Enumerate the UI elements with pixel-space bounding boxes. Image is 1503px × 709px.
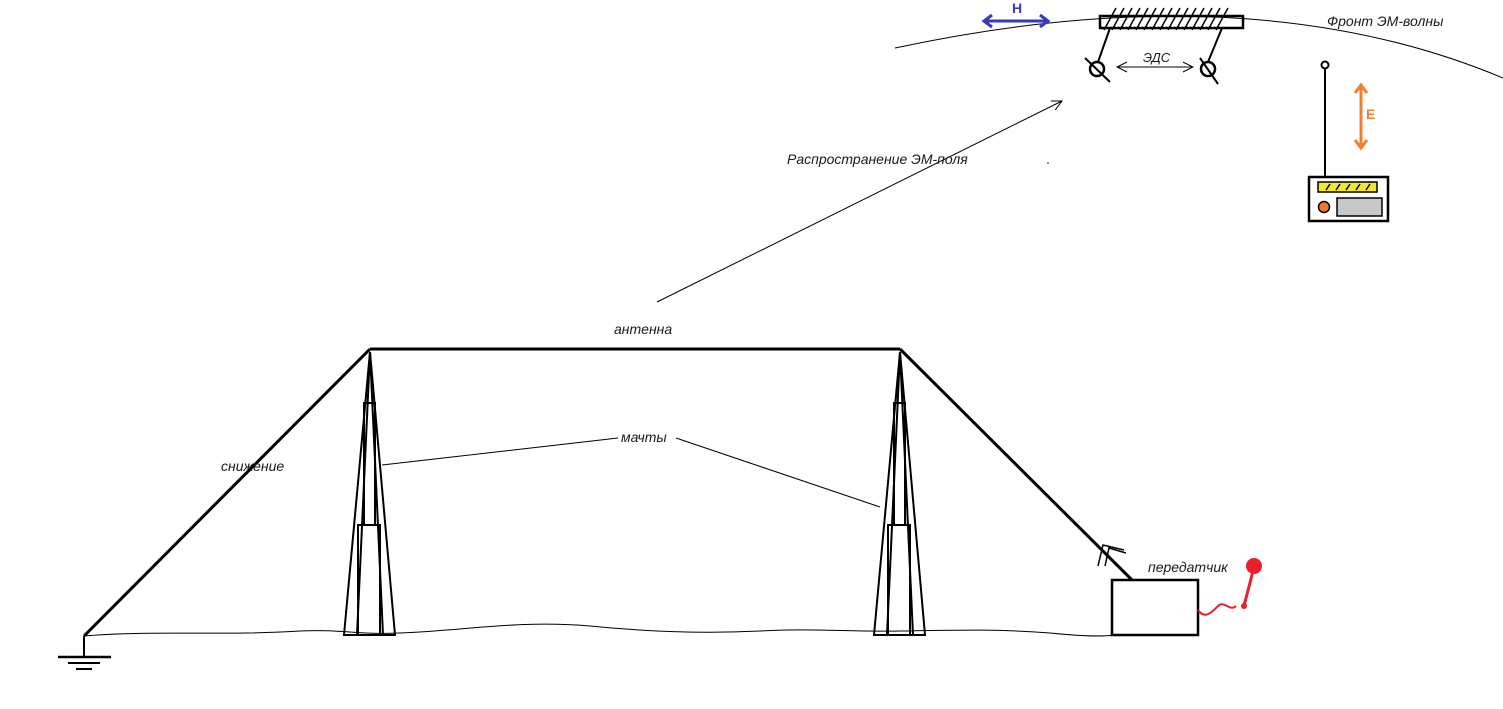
ground-symbol-icon (58, 636, 111, 670)
e-field-arrow (1353, 82, 1369, 151)
label-downlead: снижение (221, 458, 285, 474)
label-e-field: E (1366, 106, 1376, 122)
ferrite-rod-antenna-icon (1084, 7, 1245, 85)
label-transmitter: передатчик (1148, 559, 1228, 575)
radio-receiver-icon (1307, 175, 1390, 223)
h-field-arrow (981, 13, 1051, 29)
wavefront-arc (894, 15, 1503, 79)
mast-icon (342, 351, 397, 636)
label-antenna: антенна (614, 321, 673, 337)
microphone-icon (1197, 558, 1262, 616)
downlead-wire (82, 347, 372, 638)
feeder-arrow-icon (1097, 544, 1127, 567)
feeder-wire (898, 347, 1134, 582)
label-wavefront: Фронт ЭМ-волны (1327, 13, 1444, 29)
label-masts: мачты (621, 429, 667, 445)
masts-leader-line-right (675, 437, 881, 508)
label-propagation: Распространение ЭМ-поля (787, 151, 968, 167)
propagation-arrow (656, 101, 1062, 303)
stray-dot (1047, 162, 1049, 164)
mast-icon (872, 351, 927, 636)
label-h-field: H (1012, 0, 1023, 16)
receiving-antenna-icon (1320, 60, 1330, 178)
transmitter-box-icon (1110, 578, 1200, 637)
masts-leader-line-left (381, 437, 619, 466)
label-emf: ЭДС (1143, 50, 1171, 65)
ground-surface-line (83, 623, 1116, 637)
